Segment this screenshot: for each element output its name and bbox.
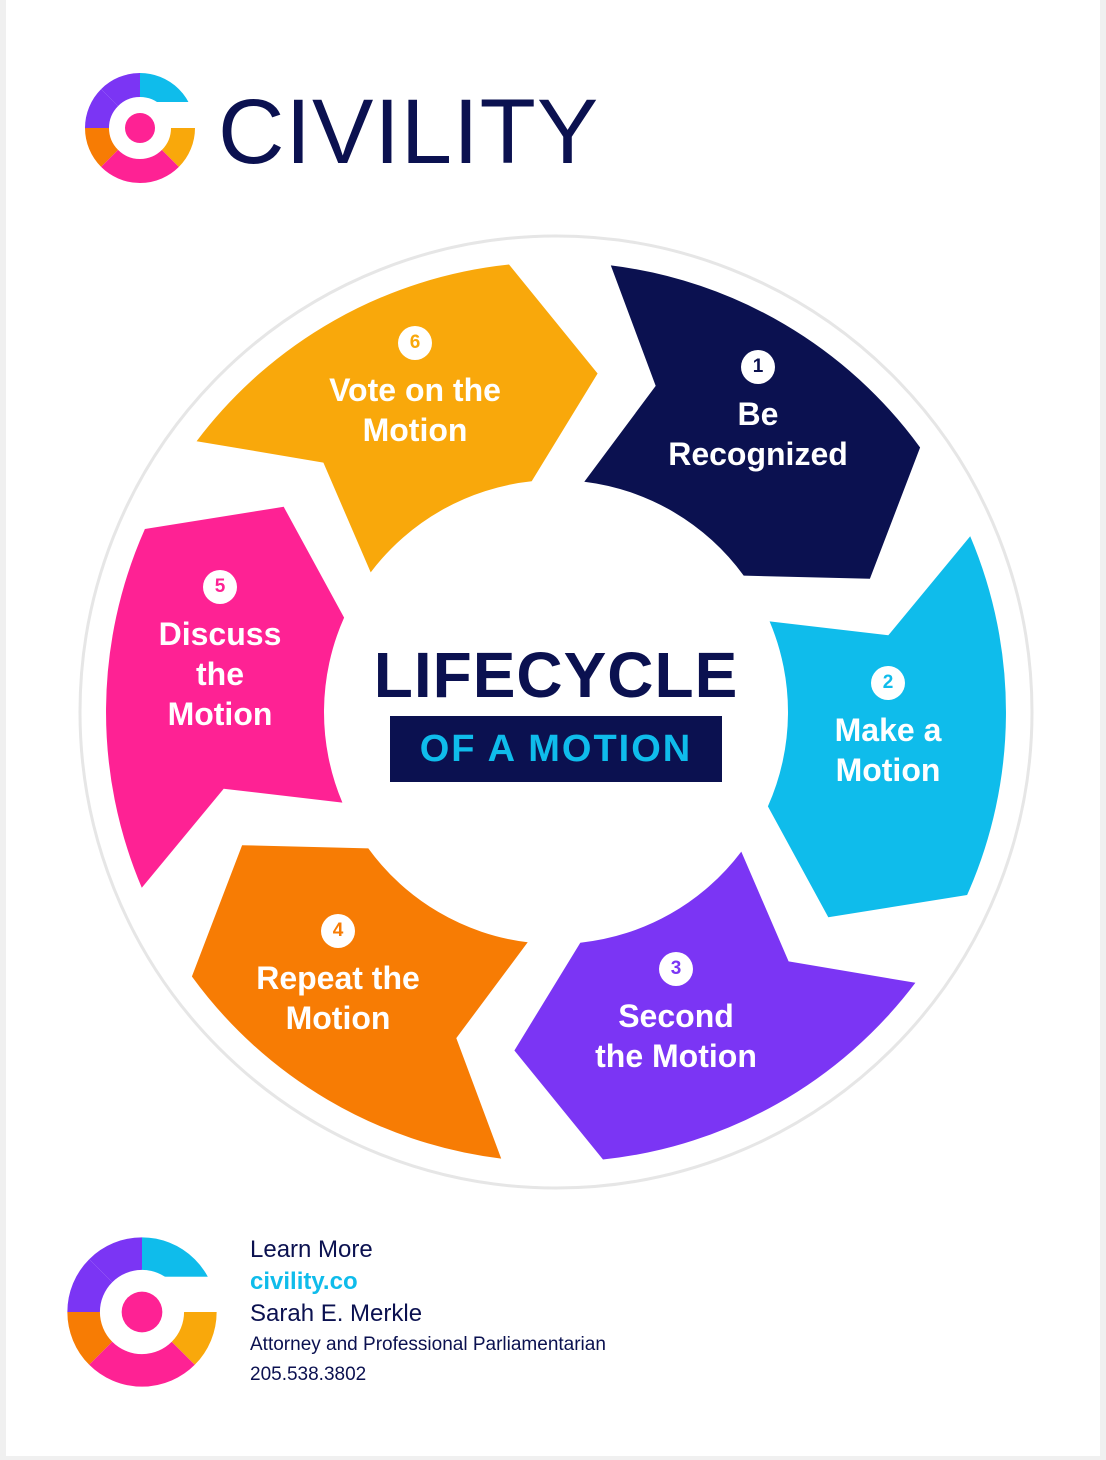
step-6-label: Vote on the Motion xyxy=(329,372,501,448)
step-2-number-badge: 2 xyxy=(871,666,905,700)
step-3-label: Second the Motion xyxy=(595,998,757,1074)
step-1-number-badge: 1 xyxy=(741,350,775,384)
contact-title: Attorney and Professional Parliamentaria… xyxy=(250,1334,606,1355)
contact-block: Learn More civility.co Sarah E. Merkle A… xyxy=(250,1234,606,1390)
contact-phone: 205.538.3802 xyxy=(250,1364,367,1385)
logo-bottom-arc-orange xyxy=(67,1311,113,1365)
logo-top-arc-gold xyxy=(161,127,195,167)
step-6-segment xyxy=(196,264,598,573)
step-3-number-badge: 3 xyxy=(659,952,693,986)
logo-bottom-arc-pink xyxy=(89,1341,195,1387)
step-6-number-badge: 6 xyxy=(398,326,432,360)
logo-bottom-arc-purple-b xyxy=(89,1237,143,1283)
step-4-label: Repeat the Motion xyxy=(256,960,420,1036)
civility-logo-icon xyxy=(85,73,196,183)
logo-top-arc-purple xyxy=(85,89,119,129)
learn-more-label: Learn More xyxy=(250,1236,373,1263)
step-5-segment xyxy=(106,506,345,888)
logo-top-arc-pink xyxy=(101,149,179,183)
logo-top-arc-purple-b xyxy=(101,73,141,107)
logo-top-arc-orange xyxy=(85,127,119,167)
website-link[interactable]: civility.co xyxy=(250,1268,358,1295)
step-3-segment xyxy=(514,851,916,1160)
step-2-segment xyxy=(767,536,1006,918)
logo-bottom-arc-gold xyxy=(171,1311,217,1365)
step-2-label: Make a Motion xyxy=(834,712,942,788)
step-1-label: Be Recognized xyxy=(668,396,848,472)
center-title: LIFECYCLE xyxy=(373,639,739,711)
logo-top-center-dot xyxy=(125,113,155,143)
step-1-segment xyxy=(584,265,921,579)
center-subtitle: OF A MOTION xyxy=(390,716,722,782)
logo-bottom-arc-purple xyxy=(67,1259,113,1313)
civility-logo-icon-footer xyxy=(67,1237,218,1387)
brand-name: CIVILITY xyxy=(218,81,600,183)
step-5-number-badge: 5 xyxy=(203,570,237,604)
step-4-segment xyxy=(191,845,528,1159)
logo-bottom-center-dot xyxy=(121,1291,163,1333)
step-5-label: Discuss the Motion xyxy=(158,616,282,732)
contact-name: Sarah E. Merkle xyxy=(250,1300,423,1327)
step-4-number-badge: 4 xyxy=(321,914,355,948)
